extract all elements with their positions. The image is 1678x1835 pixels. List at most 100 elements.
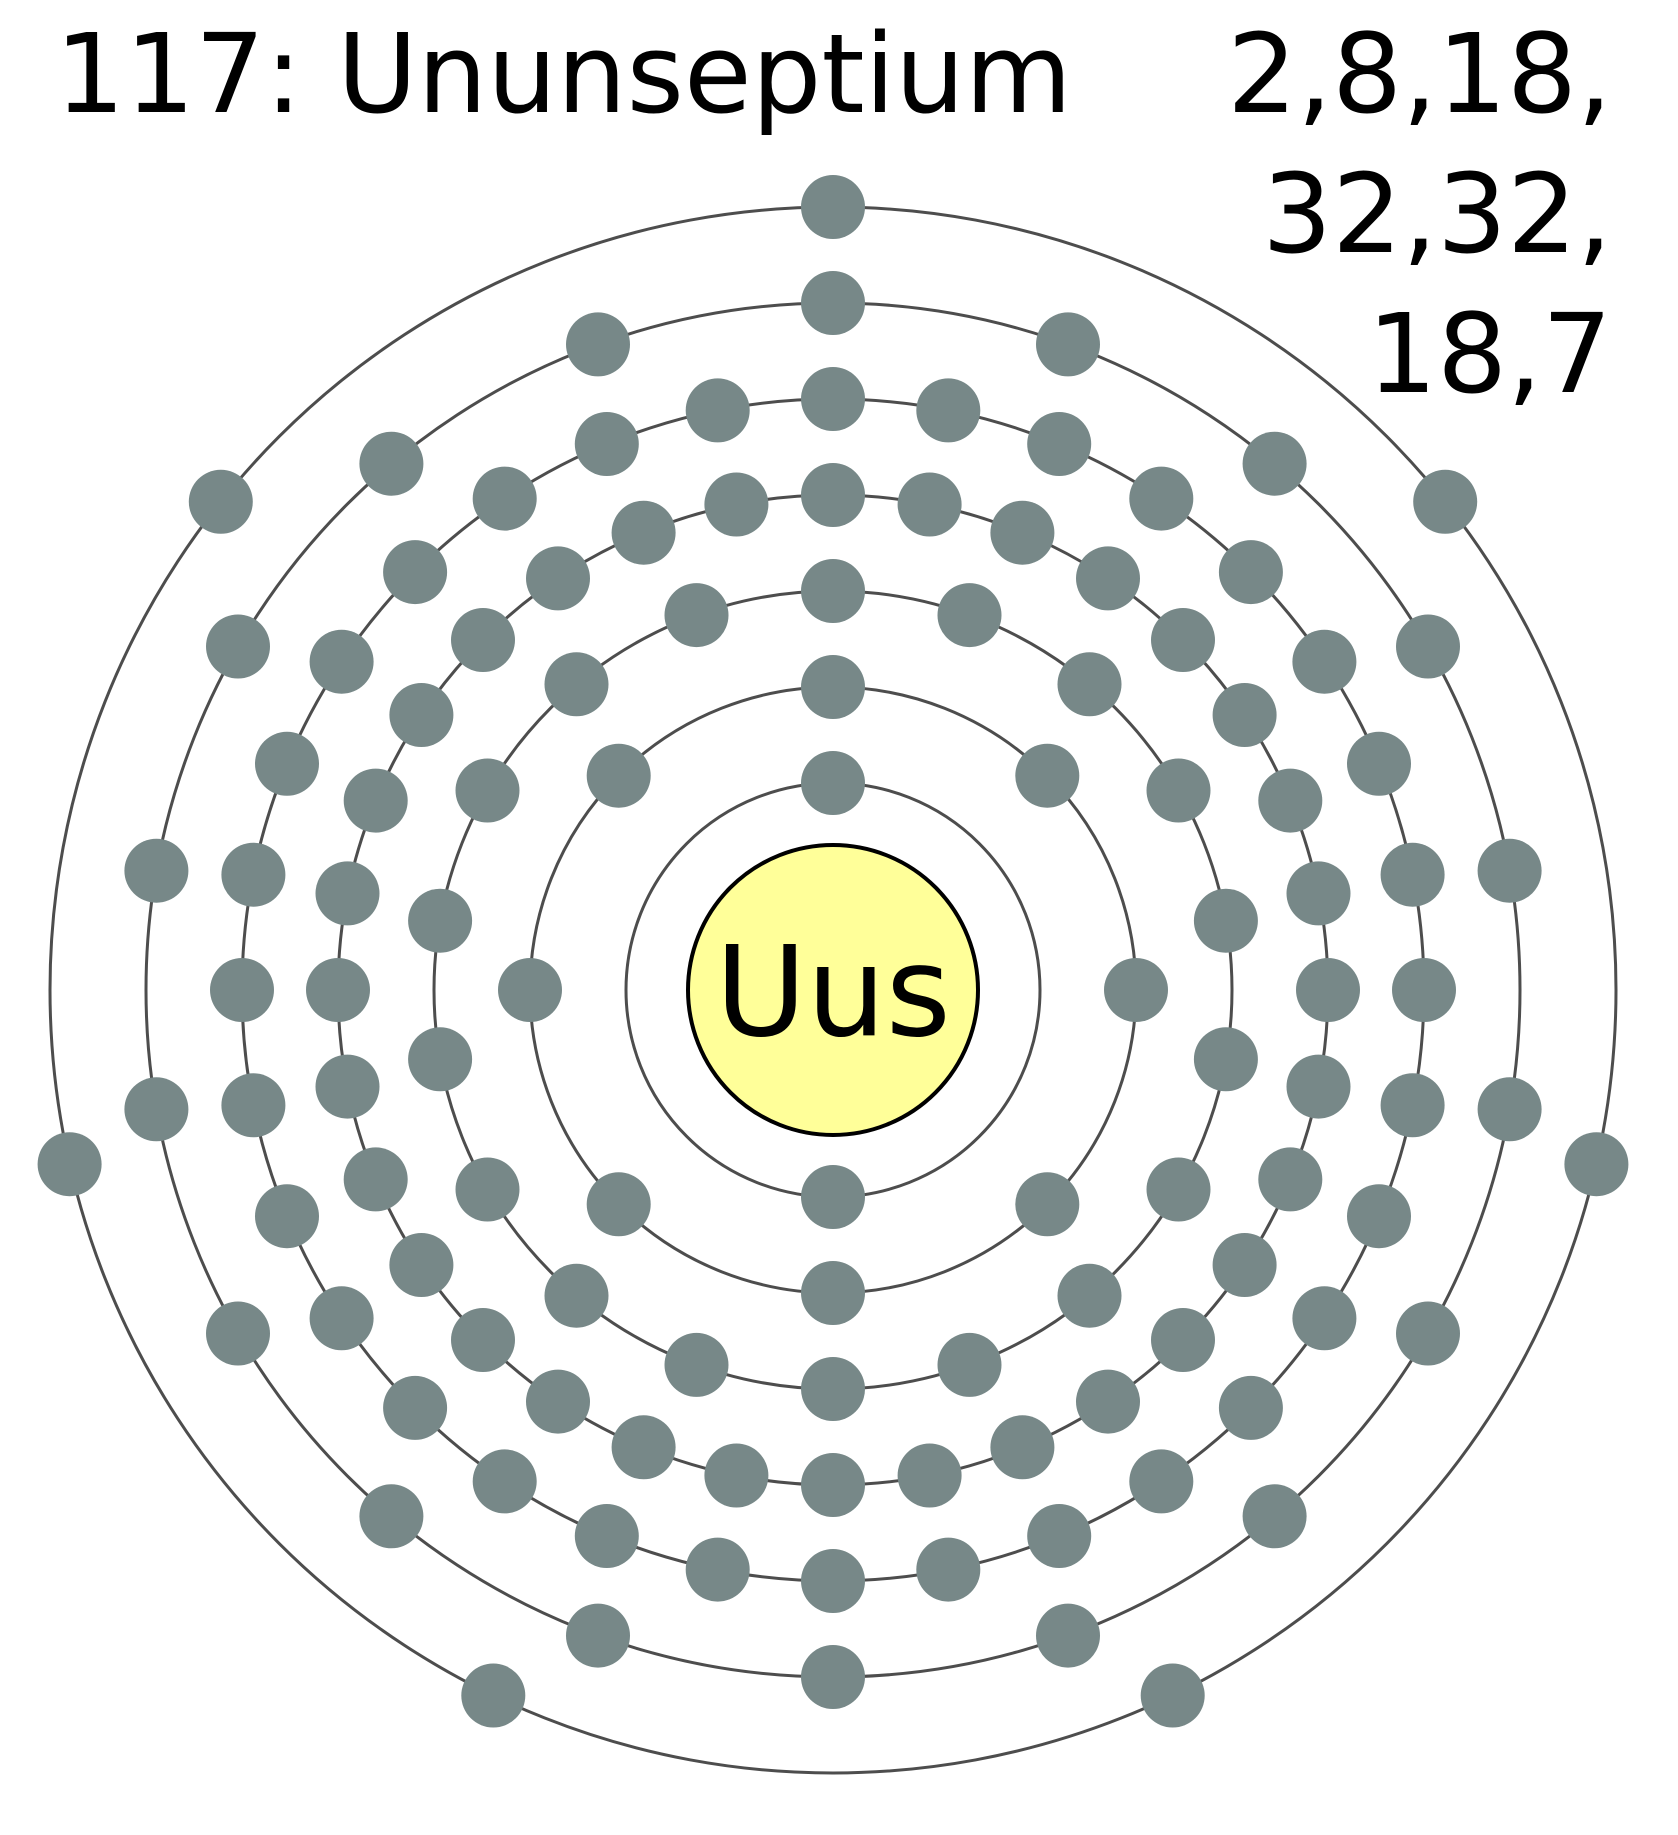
electron-shell-3-18 — [664, 583, 729, 648]
electron-shell-5-2 — [916, 378, 981, 443]
electron-shell-4-14 — [1076, 1369, 1140, 1434]
electron-shell-6-8 — [1242, 1484, 1307, 1549]
electron-shell-5-7 — [1347, 731, 1411, 796]
electron-shell-5-9 — [1392, 958, 1456, 1022]
electron-shell-2-8 — [586, 743, 651, 808]
electron-shell-6-4 — [1396, 614, 1460, 679]
electron-shell-1-1 — [801, 751, 865, 815]
electron-shell-5-26 — [221, 842, 286, 907]
electron-shell-4-28 — [389, 683, 454, 747]
electron-shell-6-6 — [1477, 1077, 1542, 1142]
electron-shell-6-2 — [1036, 312, 1100, 377]
electron-shell-5-16 — [916, 1537, 981, 1602]
electron-shell-6-5 — [1477, 838, 1542, 903]
electron-shell-4-18 — [704, 1443, 769, 1508]
electron-shell-4-31 — [611, 500, 676, 565]
electron-shell-6-12 — [359, 1484, 424, 1549]
electron-shell-4-13 — [1151, 1308, 1215, 1372]
electron-shell-5-31 — [574, 412, 639, 476]
electron-shell-5-13 — [1218, 1375, 1283, 1440]
electron-shell-6-18 — [566, 312, 630, 377]
electron-shell-4-32 — [704, 472, 769, 537]
electron-shell-4-26 — [315, 861, 380, 926]
electron-shell-4-7 — [1258, 768, 1323, 833]
electron-shell-4-23 — [343, 1147, 408, 1212]
electron-shell-7-1 — [801, 175, 865, 239]
electron-shell-5-4 — [1129, 466, 1194, 531]
electron-shell-4-3 — [990, 500, 1055, 565]
electron-shell-5-30 — [472, 466, 537, 531]
electron-shell-2-2 — [1015, 743, 1080, 808]
electron-shell-3-15 — [408, 888, 473, 953]
electron-shell-5-32 — [685, 378, 750, 443]
electron-shell-4-4 — [1076, 546, 1140, 611]
electron-shell-3-12 — [544, 1263, 609, 1328]
electron-shell-3-8 — [1057, 1263, 1122, 1328]
electron-shell-2-5 — [801, 1261, 865, 1325]
electron-shell-6-9 — [1036, 1603, 1100, 1668]
electron-shell-4-8 — [1286, 861, 1351, 926]
electron-shell-6-13 — [206, 1301, 270, 1366]
electron-shell-4-9 — [1296, 958, 1360, 1022]
electron-shell-1-2 — [801, 1165, 865, 1229]
electron-shell-3-4 — [1146, 758, 1211, 823]
electron-shell-4-17 — [801, 1453, 865, 1517]
electron-shell-3-11 — [664, 1332, 729, 1397]
electron-shell-6-10 — [801, 1645, 865, 1709]
electron-shell-6-3 — [1242, 431, 1307, 496]
electron-shell-2-7 — [498, 958, 562, 1022]
electron-shell-3-17 — [544, 652, 609, 717]
electron-shell-5-23 — [255, 1184, 319, 1249]
electron-shell-4-30 — [526, 546, 590, 611]
electron-shell-2-6 — [586, 1172, 651, 1237]
electron-shell-5-5 — [1218, 540, 1283, 605]
electron-shell-2-1 — [801, 655, 865, 719]
electrons — [37, 175, 1629, 1728]
electron-shell-7-6 — [37, 1132, 102, 1197]
electron-shell-5-17 — [801, 1549, 865, 1613]
electron-shell-5-3 — [1027, 412, 1092, 476]
electron-shell-4-20 — [526, 1369, 590, 1434]
electron-shell-5-14 — [1129, 1449, 1194, 1514]
electron-shell-5-19 — [574, 1504, 639, 1568]
electron-shell-4-6 — [1212, 683, 1277, 747]
electron-shell-4-1 — [801, 463, 865, 527]
electron-shell-5-18 — [685, 1537, 750, 1602]
electron-shell-7-7 — [188, 469, 253, 534]
electron-shell-7-2 — [1413, 469, 1478, 534]
electron-shell-5-11 — [1347, 1184, 1411, 1249]
electron-shell-6-7 — [1396, 1301, 1460, 1366]
electron-shell-4-29 — [451, 608, 515, 672]
electron-shell-5-20 — [472, 1449, 537, 1514]
electron-shell-4-25 — [306, 958, 370, 1022]
electron-shell-3-1 — [801, 559, 865, 623]
electron-shell-5-28 — [309, 629, 374, 694]
nucleus-circle — [686, 843, 980, 1137]
electron-shell-5-1 — [801, 367, 865, 431]
element-title: 117: Ununseptium — [55, 10, 1072, 138]
electron-shell-4-24 — [315, 1054, 380, 1119]
electron-shell-5-12 — [1292, 1286, 1357, 1351]
configuration-line-1: 2,8,18, — [1227, 10, 1612, 138]
electron-shell-4-2 — [897, 472, 962, 537]
electron-shell-5-8 — [1380, 842, 1445, 907]
electron-shell-5-21 — [383, 1375, 448, 1440]
electron-shell-5-15 — [1027, 1504, 1092, 1568]
electron-shell-4-27 — [343, 768, 408, 833]
electron-shell-6-17 — [359, 431, 424, 496]
electron-shell-6-14 — [124, 1077, 189, 1142]
electron-shell-4-12 — [1212, 1233, 1277, 1297]
electron-shell-3-9 — [937, 1332, 1002, 1397]
configuration-line-2: 32,32, — [1262, 150, 1612, 278]
electron-shell-6-15 — [124, 838, 189, 903]
electron-shell-5-29 — [383, 540, 448, 605]
electron-shell-3-16 — [455, 758, 520, 823]
electron-shell-4-5 — [1151, 608, 1215, 672]
electron-shell-6-16 — [206, 614, 270, 679]
electron-shell-5-24 — [221, 1073, 286, 1138]
electron-shell-4-21 — [451, 1308, 515, 1372]
electron-shell-7-5 — [461, 1663, 526, 1728]
electron-shell-4-15 — [990, 1415, 1055, 1480]
electron-shell-3-3 — [1057, 652, 1122, 717]
electron-shell-5-10 — [1380, 1073, 1445, 1138]
